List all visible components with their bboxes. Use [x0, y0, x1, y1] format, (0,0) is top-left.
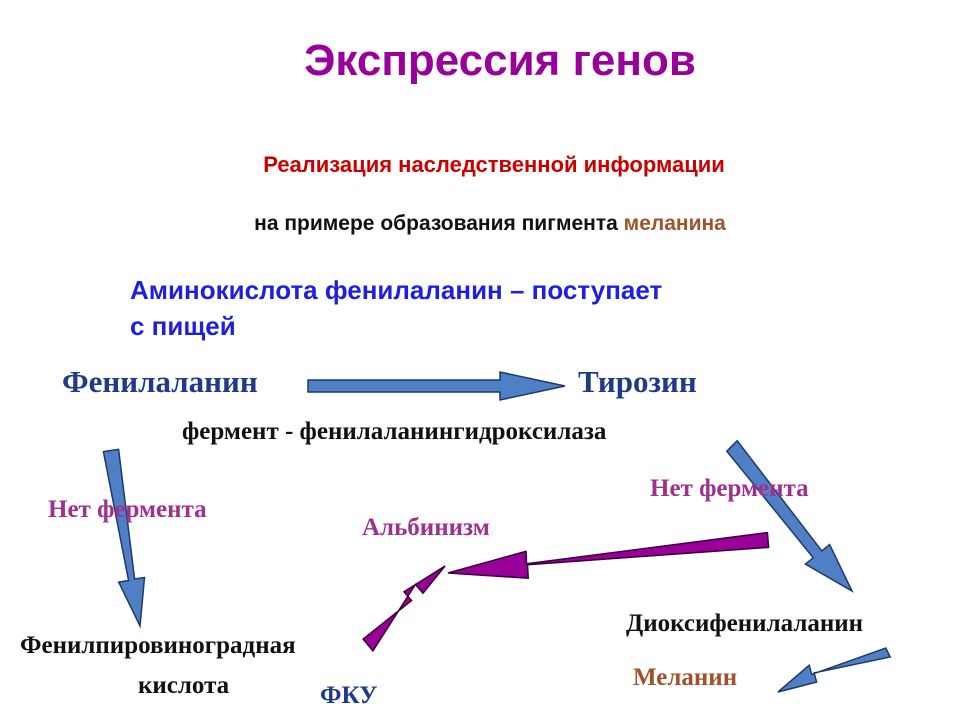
node-pku: ФКУ	[320, 682, 378, 709]
node-dopa: Диоксифенилаланин	[626, 610, 864, 637]
amino-acid-note: Аминокислота фенилаланин – поступает с п…	[130, 272, 850, 344]
example-highlight: меланина	[623, 212, 726, 235]
node-melanin: Меланин	[633, 664, 738, 691]
example-prefix: на примере образования пигмента	[254, 212, 624, 235]
arrow-tyr-to-dopa	[725, 439, 854, 593]
subtitle: Реализация наследственной информации	[263, 152, 725, 177]
example-line: на примере образования пигмента меланина	[0, 212, 960, 236]
arrow-phe-to-ppk	[102, 448, 146, 629]
no-enzyme-left-label: Нет фермента	[48, 496, 207, 523]
page-title: Экспрессия генов	[304, 36, 696, 85]
arrow-to-albinism	[447, 531, 770, 580]
arrow-dopa-to-melanin	[777, 647, 892, 693]
node-phenylalanine: Фенилаланин	[62, 364, 258, 399]
arrow-phe-to-tyr	[307, 371, 566, 401]
amino-line-2: с пищей	[130, 311, 236, 341]
no-enzyme-right-label: Нет фермента	[650, 475, 809, 502]
enzyme-label: фермент - фенилаланингидроксилаза	[182, 418, 607, 445]
node-albinism: Альбинизм	[362, 514, 490, 541]
amino-line-1: Аминокислота фенилаланин – поступает	[130, 275, 663, 305]
node-ppk-line-1: Фенилпировиноградная	[20, 632, 296, 659]
arrow-ppk-to-fku	[362, 565, 446, 653]
node-ppk-line-2: кислота	[138, 672, 230, 699]
node-tyrosine: Тирозин	[578, 364, 697, 399]
